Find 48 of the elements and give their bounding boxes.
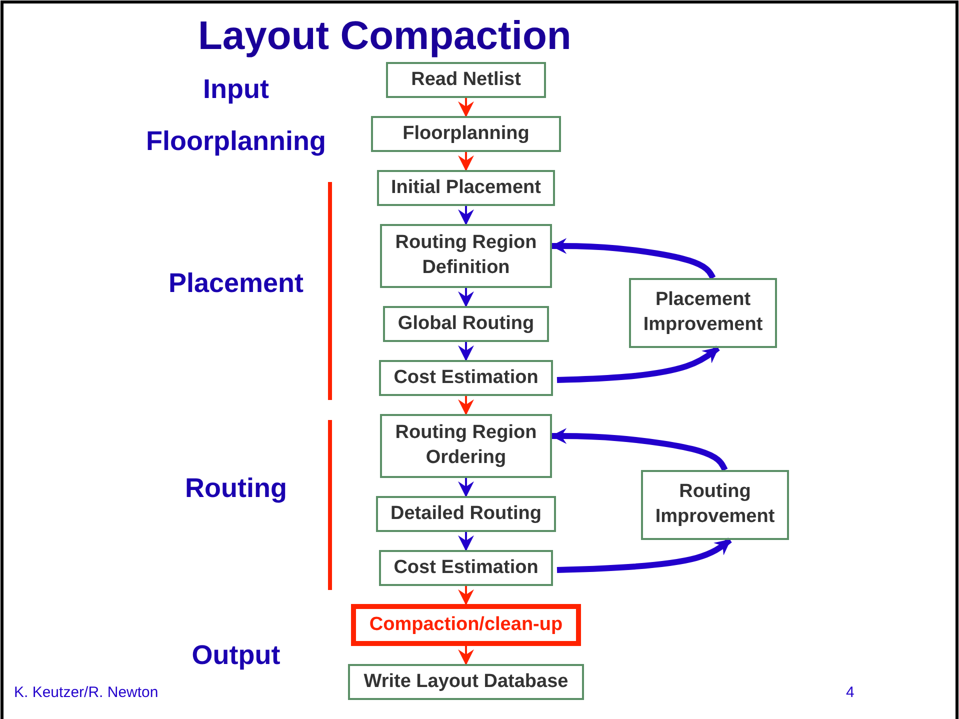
box-label: Routing Region Ordering: [394, 421, 538, 470]
box-label: Cost Estimation: [394, 556, 538, 580]
arrow: [458, 206, 474, 226]
process-box: [371, 116, 561, 152]
process-box: [348, 664, 584, 700]
arrow: [458, 98, 474, 118]
box-label: Global Routing: [398, 312, 534, 336]
box-label: Initial Placement: [391, 176, 541, 200]
stage-label: Output: [192, 640, 280, 671]
process-box: [379, 550, 553, 586]
process-box: [379, 360, 553, 396]
box-label: Read Netlist: [411, 68, 521, 92]
process-box: [386, 62, 546, 98]
arrow: [458, 152, 474, 172]
box-label: Cost Estimation: [394, 366, 538, 390]
process-box: [351, 604, 581, 646]
page-number: 4: [846, 684, 854, 701]
process-box: [383, 306, 549, 342]
arrow: [458, 342, 474, 362]
process-box: [629, 278, 777, 348]
box-label: Routing Improvement: [654, 480, 776, 529]
stage-label: Placement: [168, 268, 304, 299]
box-label: Placement Improvement: [642, 288, 764, 337]
arrow: [458, 288, 474, 308]
process-box: [380, 224, 552, 288]
process-box: [376, 496, 556, 532]
stage-label: Routing: [185, 473, 287, 504]
arrow: [458, 586, 474, 606]
process-box: [377, 170, 555, 206]
author-credit: K. Keutzer/R. Newton: [14, 684, 158, 701]
arrow: [458, 396, 474, 416]
box-label: Floorplanning: [402, 122, 530, 146]
box-label: Detailed Routing: [390, 502, 542, 526]
stage-label: Floorplanning: [146, 126, 326, 157]
box-label: Routing Region Definition: [394, 231, 538, 280]
process-box: [641, 470, 789, 540]
box-label: Compaction/clean-up: [369, 612, 563, 637]
arrow: [458, 478, 474, 498]
box-label: Write Layout Database: [364, 670, 568, 694]
arrow: [550, 428, 728, 472]
arrow: [550, 238, 716, 280]
slide-title: Layout Compaction: [198, 14, 572, 59]
arrow: [458, 532, 474, 552]
arrow: [556, 538, 732, 573]
process-box: [380, 414, 552, 478]
stage-label: Input: [203, 74, 269, 105]
arrow: [458, 646, 474, 666]
arrow: [556, 346, 720, 383]
